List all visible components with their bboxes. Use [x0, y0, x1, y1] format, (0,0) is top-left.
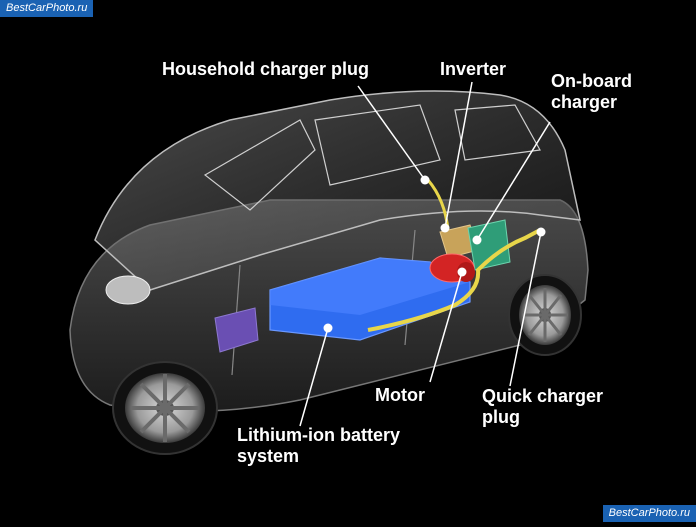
leader-quick-plug	[509, 231, 542, 387]
label-lithium-ion-battery: Lithium-ion battery system	[237, 425, 400, 467]
label-onboard-charger: On-board charger	[551, 71, 632, 113]
dot-household-plug	[420, 175, 430, 185]
dot-battery	[323, 323, 333, 333]
label-motor: Motor	[375, 385, 425, 405]
label-quick-charger-plug-line2: plug	[482, 407, 520, 427]
dot-motor	[457, 267, 467, 277]
leader-household-plug	[357, 85, 426, 181]
leader-battery	[299, 327, 329, 427]
leader-motor	[429, 271, 463, 383]
front-wheel	[112, 361, 218, 455]
auxiliary-battery	[214, 307, 259, 353]
watermark-top-left: BestCarPhoto.ru	[0, 0, 94, 17]
rear-wheel	[508, 274, 582, 356]
onboard-charger-box	[467, 219, 511, 271]
label-inverter: Inverter	[440, 59, 507, 79]
label-lithium-ion-battery-line1: Lithium-ion battery	[237, 425, 400, 445]
high-voltage-cable	[367, 228, 541, 332]
leader-lines	[299, 81, 551, 427]
dot-onboard-charger	[472, 235, 482, 245]
label-quick-charger-plug-line1: Quick charger	[482, 386, 604, 406]
leader-onboard-charger	[476, 121, 551, 241]
headlight	[105, 275, 151, 305]
label-onboard-charger-line2: charger	[551, 92, 618, 112]
dot-quick-plug	[536, 227, 546, 237]
label-household-charger-plug: Household charger plug	[162, 59, 370, 79]
leader-inverter	[444, 81, 473, 229]
label-onboard-charger-line1: On-board	[551, 71, 632, 91]
label-lithium-ion-battery-line2: system	[237, 446, 300, 466]
dot-inverter	[440, 223, 450, 233]
label-quick-charger-plug: Quick charger plug	[482, 386, 603, 428]
marker-dots	[323, 175, 546, 333]
car-greenhouse	[94, 90, 581, 291]
watermark-bottom-right: BestCarPhoto.ru	[602, 505, 696, 522]
electric-motor	[429, 253, 475, 283]
